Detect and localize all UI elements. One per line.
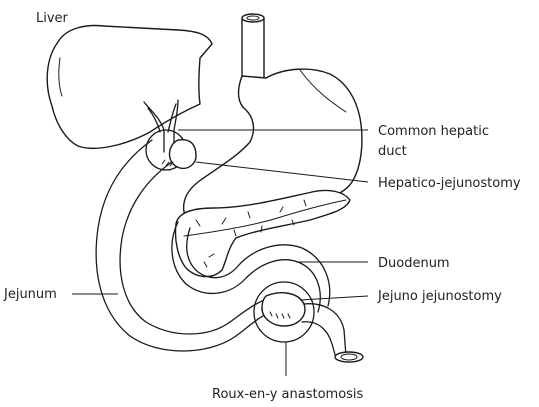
label-jejuno-jejunostomy: Jejuno jejunostomy	[377, 289, 502, 304]
label-roux-en-y: Roux-en-y anastomosis	[212, 387, 364, 402]
hepatico-jejunostomy-site	[169, 140, 196, 169]
label-common-hepatic-duct-1: Common hepatic	[378, 124, 489, 139]
oesophagus	[242, 18, 264, 78]
jejuno-jejunostomy-site	[262, 293, 305, 326]
label-common-hepatic-duct-2: duct	[378, 144, 407, 159]
distal-jejunum-inner	[302, 322, 336, 358]
label-jejunum: Jejunum	[3, 287, 57, 302]
label-duodenum: Duodenum	[378, 256, 450, 271]
label-liver: Liver	[36, 11, 69, 26]
label-hepatico-jejunostomy: Hepatico-jejunostomy	[378, 176, 521, 191]
oesophagus-opening	[242, 14, 264, 22]
